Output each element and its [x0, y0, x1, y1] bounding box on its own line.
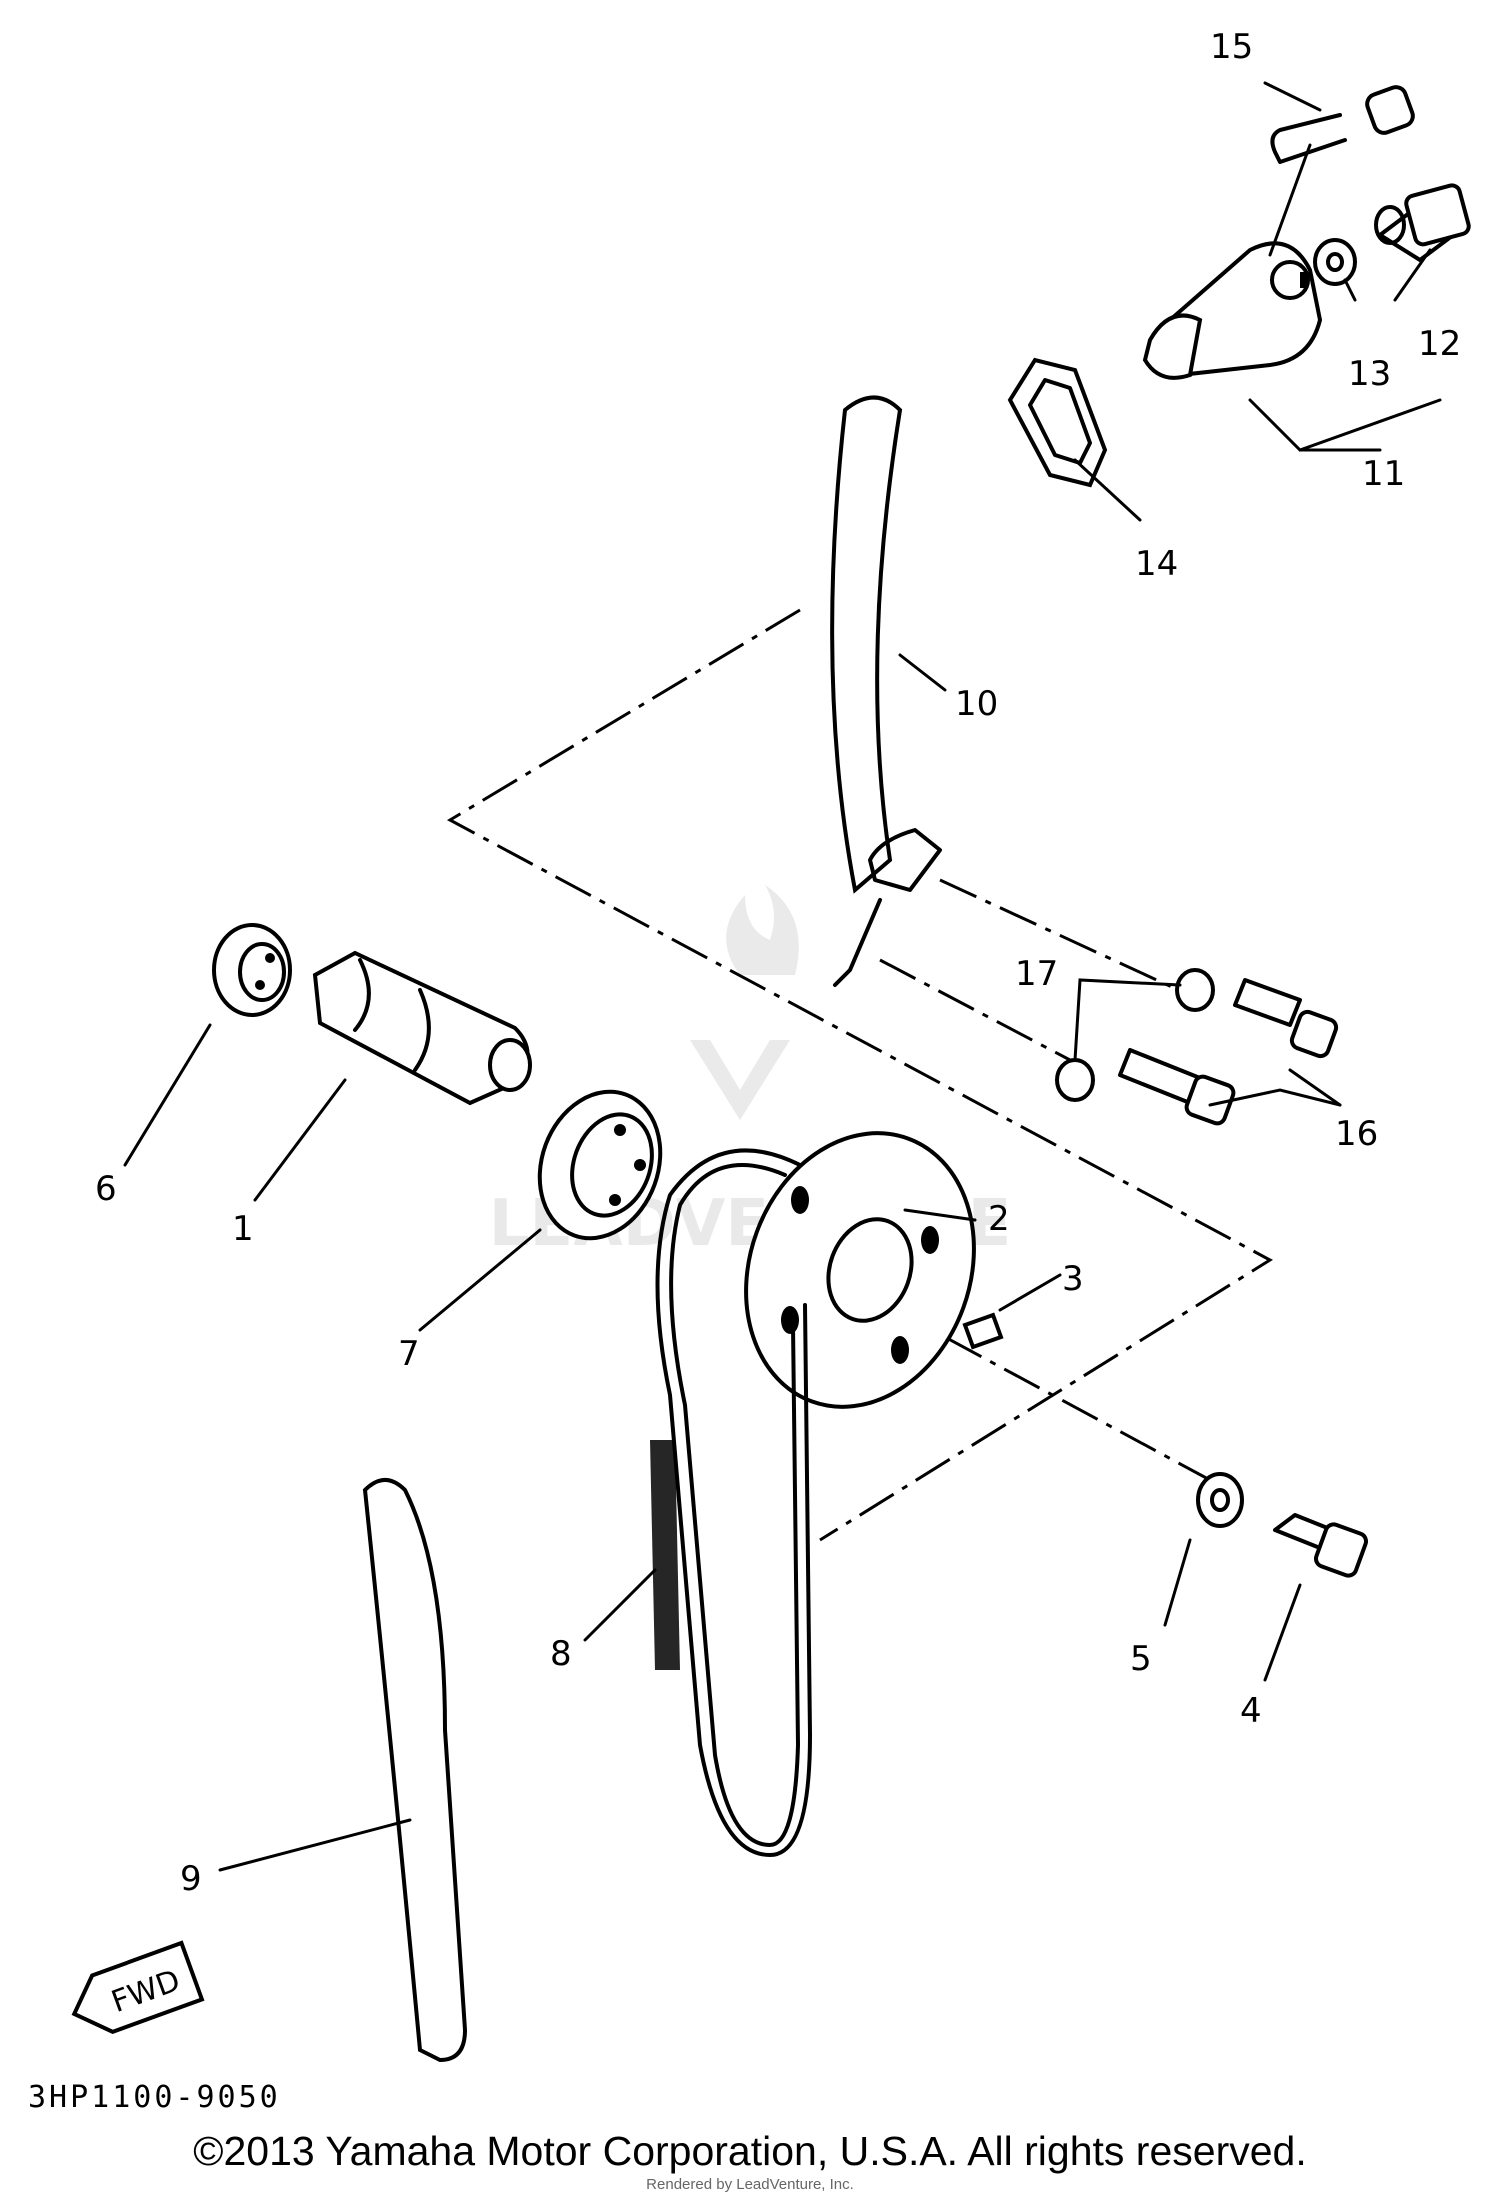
sprocket-2 [744, 1131, 976, 1409]
cam-chain-8 [650, 1148, 812, 1857]
callout-5: 5 [1130, 1639, 1152, 1679]
guide-10 [830, 395, 942, 987]
callout-11: 11 [1362, 454, 1405, 494]
camshaft-1 [312, 950, 532, 1106]
callout-17: 17 [1015, 954, 1058, 994]
bearing-6 [212, 923, 292, 1017]
fwd-arrow: FWD [71, 1940, 205, 2035]
gasket-14 [1007, 357, 1108, 488]
callout-1: 1 [232, 1209, 254, 1249]
plug-12 [1374, 183, 1471, 262]
callout-14: 14 [1135, 544, 1178, 584]
callout-15: 15 [1210, 27, 1253, 67]
callout-4: 4 [1240, 1691, 1262, 1731]
callout-13: 13 [1348, 354, 1391, 394]
bearing-7 [537, 1089, 663, 1241]
callout-16: 16 [1335, 1114, 1378, 1154]
leader-lines [123, 81, 1442, 1872]
rendered-by-note: Rendered by LeadVenture, Inc. [646, 2176, 854, 2193]
bolt-16-lower [1118, 1048, 1236, 1126]
tensioner-11 [1142, 241, 1323, 380]
part-callouts: 15 12 13 11 14 10 17 16 6 1 2 3 7 5 4 8 … [95, 27, 1461, 1899]
washer-13 [1313, 238, 1357, 286]
pin-3 [962, 1312, 1004, 1350]
callout-12: 12 [1418, 324, 1461, 364]
washer-17-lower [1055, 1058, 1095, 1102]
callout-6: 6 [95, 1169, 117, 1209]
callout-8: 8 [550, 1634, 572, 1674]
washer-17-upper [1175, 968, 1215, 1012]
drawing-code: 3HP1100-9050 [28, 2080, 281, 2115]
callout-3: 3 [1062, 1259, 1084, 1299]
callout-9: 9 [180, 1859, 202, 1899]
guide-9 [362, 1478, 468, 2063]
bolt-16-upper [1233, 978, 1339, 1059]
bolt-4 [1273, 1513, 1369, 1578]
callout-7: 7 [398, 1334, 420, 1374]
callout-10: 10 [955, 684, 998, 724]
bolt-15 [1270, 85, 1415, 164]
callout-2: 2 [988, 1199, 1010, 1239]
washer-5 [1196, 1472, 1244, 1528]
copyright-notice: ©2013 Yamaha Motor Corporation, U.S.A. A… [193, 2128, 1307, 2174]
